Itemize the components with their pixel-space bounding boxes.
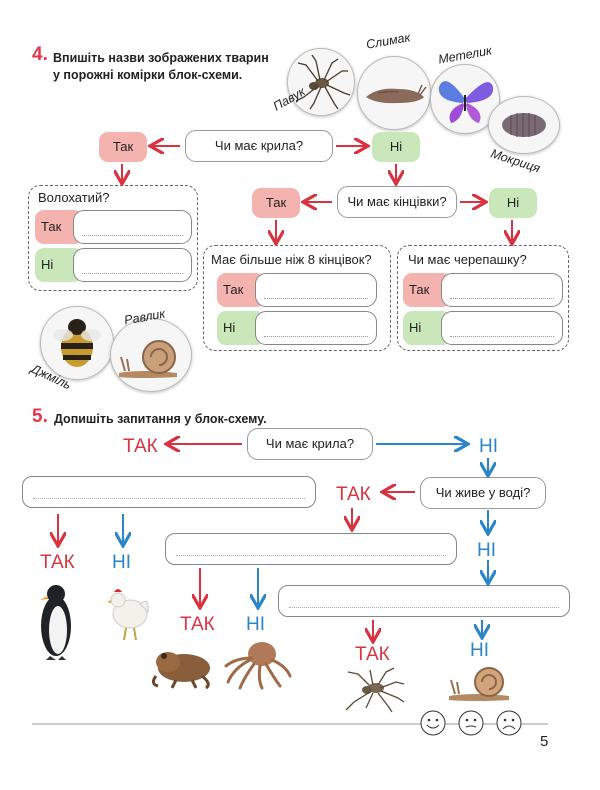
shell-dashed-box (397, 245, 569, 351)
answer-field-shell-no[interactable] (441, 311, 563, 345)
task5-blank-question-1[interactable] (22, 476, 316, 508)
task5-yes-spider: ТАК (355, 644, 390, 665)
task4-instruction-line1: Впишіть назви зображених тварин (53, 51, 269, 65)
task5-instruction: Допишіть запитання у блок-схему. (54, 412, 267, 426)
chicken-photo (106, 584, 152, 642)
slug-photo (357, 56, 431, 130)
task5-blank-question-3[interactable] (278, 585, 570, 617)
answer-row-eight-no: Ні (217, 311, 377, 345)
answer-row-hairy-yes: Так (35, 210, 192, 244)
task5-no-octopus: НІ (246, 614, 265, 635)
smiley-sad-icon[interactable] (496, 710, 522, 736)
bumblebee-photo (40, 306, 114, 380)
page-number: 5 (540, 733, 549, 750)
toad-photo (146, 640, 218, 690)
answer-field-hairy-yes[interactable] (73, 210, 192, 244)
task5-yes-toad: ТАК (180, 614, 215, 635)
question-shell: Чи має черепашку? (408, 252, 527, 267)
task4-instruction: Впишіть назви зображених тварин у порожн… (53, 50, 269, 84)
task5-yes-water: ТАК (336, 484, 371, 505)
snail-photo (110, 318, 192, 392)
answer-field-eight-yes[interactable] (255, 273, 377, 307)
question-hairy: Волохатий? (38, 190, 110, 205)
task5-no-chicken: НІ (112, 552, 131, 573)
smiley-neutral-icon[interactable] (458, 710, 484, 736)
answer-row-eight-yes: Так (217, 273, 377, 307)
woodlouse-photo (488, 96, 560, 154)
answer-field-shell-yes[interactable] (441, 273, 563, 307)
task5-yes-penguin: ТАК (40, 552, 75, 573)
no-pill-wings: Ні (372, 132, 420, 162)
no-pill-limbs: Ні (489, 188, 537, 218)
task5-no-top: НІ (479, 436, 498, 457)
smiley-happy-icon[interactable] (420, 710, 446, 736)
spider-photo (287, 48, 355, 116)
question-limbs: Чи має кінцівки? (337, 186, 457, 218)
task4-instruction-line2: у порожні комірки блок-схеми. (53, 68, 243, 82)
answer-field-eight-no[interactable] (255, 311, 377, 345)
spider-task5-photo (340, 664, 406, 714)
snail-task5-photo (445, 658, 517, 704)
answer-row-shell-no: Ні (403, 311, 563, 345)
answer-row-hairy-no: Ні (35, 248, 192, 282)
task5-blank-question-2[interactable] (165, 533, 457, 565)
hairy-dashed-box (28, 185, 198, 291)
yes-pill-limbs: Так (252, 188, 300, 218)
task5-yes-top: ТАК (123, 436, 158, 457)
yes-pill-wings: Так (99, 132, 147, 162)
task5-number: 5. (32, 406, 48, 427)
question-wings: Чи має крила? (185, 130, 333, 162)
task4-number: 4. (32, 44, 48, 65)
task5-no-snail: НІ (470, 640, 489, 661)
penguin-photo (36, 580, 76, 662)
octopus-photo (222, 638, 294, 690)
task5-no-water: НІ (477, 540, 496, 561)
eight-limbs-dashed-box (203, 245, 391, 351)
question-eight-limbs: Має більше ніж 8 кінцівок? (211, 252, 372, 267)
answer-field-hairy-no[interactable] (73, 248, 192, 282)
task5-question-wings: Чи має крила? (247, 428, 373, 460)
answer-row-shell-yes: Так (403, 273, 563, 307)
